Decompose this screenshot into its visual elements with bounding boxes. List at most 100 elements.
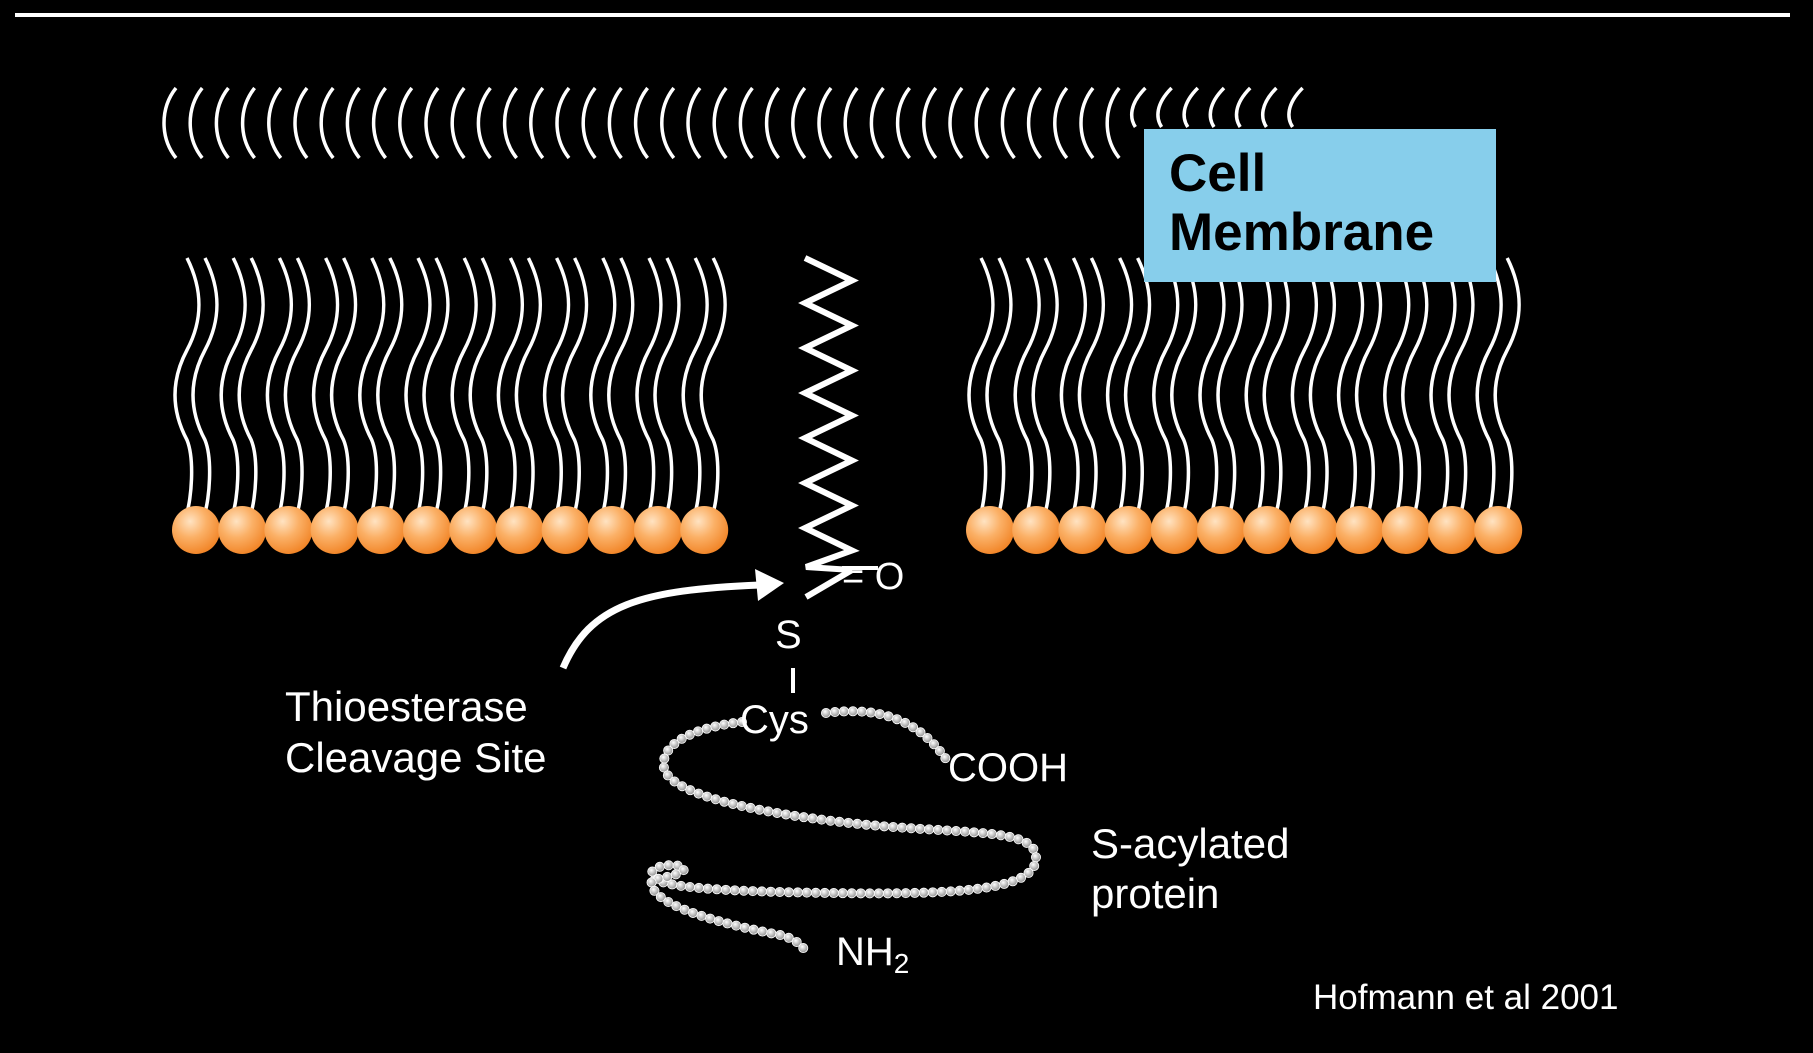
protein-bead bbox=[995, 830, 1006, 841]
protein-bead bbox=[924, 824, 935, 835]
protein-bead bbox=[834, 816, 845, 827]
protein-bead bbox=[696, 910, 707, 921]
protein-bead bbox=[972, 883, 983, 894]
inner-lipid-tail bbox=[237, 257, 265, 513]
protein-bead bbox=[646, 877, 657, 888]
inner-lipid-tail bbox=[265, 257, 294, 513]
protein-bead bbox=[798, 812, 809, 823]
protein-bead bbox=[685, 785, 696, 796]
inner-lipid-tail bbox=[589, 257, 617, 513]
protein-bead bbox=[908, 722, 919, 733]
protein-bead bbox=[1028, 843, 1039, 854]
protein-bead bbox=[927, 887, 938, 898]
outer-lipid-tail bbox=[188, 86, 204, 160]
lipid-head-icon bbox=[966, 506, 1014, 554]
protein-bead bbox=[678, 865, 689, 876]
inner-lipid-tail bbox=[560, 257, 589, 513]
inner-lipid-tail bbox=[468, 257, 496, 513]
inner-lipid-tail bbox=[404, 257, 432, 513]
protein-bead bbox=[928, 739, 939, 750]
protein-bead bbox=[900, 717, 911, 728]
protein-bead bbox=[1023, 867, 1034, 878]
protein-bead bbox=[729, 885, 740, 896]
outer-lipid-tail bbox=[1105, 86, 1121, 160]
protein-bead bbox=[658, 762, 669, 773]
lipid-head-icon bbox=[1012, 506, 1061, 554]
cleavage-arrowhead-icon bbox=[755, 569, 784, 601]
lipid-head-icon bbox=[218, 506, 267, 554]
protein-bead bbox=[677, 781, 688, 792]
outer-leaflet-tails bbox=[162, 86, 1304, 160]
lipid-head-icon bbox=[1197, 506, 1245, 554]
inner-leaflet-right bbox=[966, 257, 1523, 554]
protein-bead bbox=[669, 776, 680, 787]
cleavage-site-label-line2: Cleavage Site bbox=[285, 734, 547, 781]
inner-lipid-tail bbox=[985, 257, 1013, 513]
protein-bead bbox=[719, 796, 730, 807]
carboxyl-terminus-label: COOH bbox=[948, 746, 1068, 790]
protein-bead bbox=[883, 711, 894, 722]
outer-lipid-tail bbox=[1260, 86, 1278, 128]
inner-lipid-tail bbox=[1105, 257, 1134, 513]
protein-bead bbox=[915, 823, 926, 834]
protein-bead bbox=[701, 723, 712, 734]
protein-bead bbox=[754, 804, 765, 815]
protein-bead bbox=[838, 706, 849, 717]
protein-bead bbox=[933, 824, 944, 835]
lipid-head-icon bbox=[1335, 506, 1384, 554]
protein-bead bbox=[783, 887, 794, 898]
inner-lipid-tail bbox=[496, 257, 525, 513]
protein-bead bbox=[846, 888, 857, 899]
protein-bead bbox=[655, 892, 666, 903]
protein-bead bbox=[738, 885, 749, 896]
lipid-head-icon bbox=[264, 506, 313, 554]
outer-lipid-tail bbox=[922, 86, 938, 160]
protein-bead bbox=[934, 746, 945, 757]
protein-bead bbox=[669, 738, 680, 749]
protein-bead bbox=[702, 883, 713, 894]
inner-lipid-tail bbox=[635, 257, 663, 513]
lipid-head-icon bbox=[1104, 506, 1153, 554]
outer-lipid-tail bbox=[529, 86, 545, 160]
inner-lipid-tail bbox=[1123, 257, 1152, 513]
protein-bead bbox=[819, 887, 830, 898]
protein-bead bbox=[829, 707, 840, 718]
outer-lipid-tail bbox=[293, 86, 309, 160]
protein-bead bbox=[828, 888, 839, 899]
inner-lipid-tail bbox=[1216, 257, 1244, 513]
lipid-head-icon bbox=[495, 506, 544, 554]
protein-bead bbox=[963, 884, 974, 895]
protein-bead bbox=[816, 814, 827, 825]
carbonyl-oxygen-label: = O bbox=[842, 556, 904, 598]
inner-lipid-tail bbox=[699, 257, 727, 513]
inner-lipid-tail bbox=[422, 257, 450, 513]
protein-bead bbox=[663, 860, 674, 871]
inner-lipid-tail bbox=[283, 257, 312, 513]
outer-lipid-tail bbox=[476, 86, 492, 160]
inner-lipid-tail bbox=[514, 257, 543, 513]
inner-lipid-tail bbox=[1475, 257, 1503, 513]
inner-lipid-tail bbox=[1077, 257, 1106, 513]
protein-bead bbox=[766, 928, 777, 939]
protein-bead bbox=[945, 886, 956, 897]
protein-bead bbox=[728, 798, 739, 809]
protein-bead bbox=[843, 817, 854, 828]
inner-lipid-tail bbox=[1170, 257, 1198, 513]
protein-bead bbox=[687, 907, 698, 918]
protein-bead bbox=[747, 886, 758, 897]
outer-lipid-tail bbox=[633, 86, 649, 160]
inner-lipid-tail bbox=[607, 257, 635, 513]
outer-lipid-tail bbox=[319, 86, 335, 160]
protein-bead bbox=[918, 887, 929, 898]
inner-lipid-tail bbox=[1059, 257, 1088, 513]
outer-lipid-tail bbox=[1182, 86, 1200, 128]
lipid-head-icon bbox=[310, 506, 359, 554]
lipid-head-icon bbox=[1381, 506, 1430, 554]
protein-bead bbox=[654, 861, 665, 872]
outer-lipid-tail bbox=[424, 86, 440, 160]
cysteine-label: Cys bbox=[740, 698, 809, 742]
outer-lipid-tail bbox=[1156, 86, 1173, 128]
protein-bead bbox=[936, 886, 947, 897]
lipid-head-icon bbox=[1150, 506, 1199, 554]
